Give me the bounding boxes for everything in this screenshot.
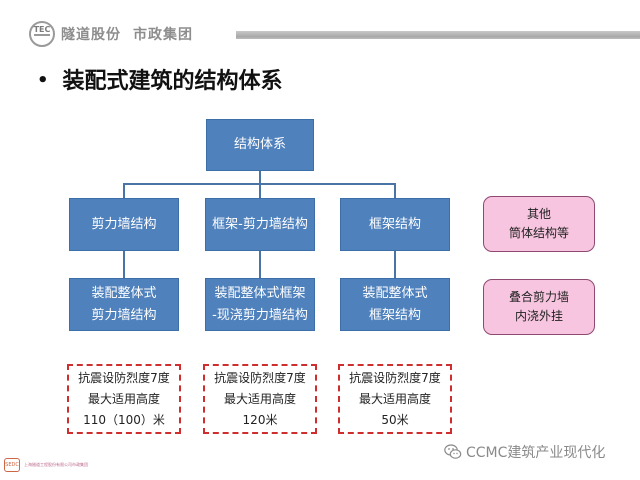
spec-line: 110（100）米 [83, 412, 165, 427]
root-label: 结构体系 [233, 137, 286, 152]
page-title: • 装配式建筑的结构体系 [37, 63, 283, 95]
spec-line: 最大适用高度 [358, 391, 431, 406]
watermark-text: CCMC建筑产业现代化 [466, 445, 606, 461]
header-bar [236, 31, 640, 39]
node-shear-wall: 剪力墙结构 [69, 198, 179, 251]
company-name: 隧道股份市政集团 [61, 24, 193, 44]
note-line: 叠合剪力墙 [508, 290, 569, 304]
spec-line: 50米 [381, 412, 409, 427]
node-line: -现浇剪力墙结构 [212, 307, 308, 323]
node-line: 框架结构 [368, 307, 421, 323]
connector-mid-l2 [259, 251, 261, 278]
note-line: 筒体结构等 [508, 226, 569, 240]
spec-line: 最大适用高度 [223, 391, 296, 406]
node-label: 框架-剪力墙结构 [212, 216, 308, 232]
node-frame-shear-wall: 框架-剪力墙结构 [205, 198, 315, 251]
connector-mid-down [259, 183, 261, 198]
spec-line: 抗震设防烈度7度 [78, 370, 170, 385]
footer-logo-text: SEDC [5, 462, 19, 468]
title-bullet: • [37, 70, 49, 91]
spec-line: 最大适用高度 [87, 391, 160, 406]
spec-shear-wall: 抗震设防烈度7度 最大适用高度 110（100）米 [67, 364, 181, 434]
footer-company-text: 上海隧道工程股份有限公司市政集团 [24, 462, 88, 467]
wechat-icon [444, 444, 462, 459]
wechat-watermark: CCMC建筑产业现代化 [444, 442, 605, 462]
node-prefab-frame: 装配整体式 框架结构 [340, 278, 450, 331]
note-line: 其他 [526, 207, 551, 221]
spec-line: 120米 [242, 412, 278, 427]
connector-root-down [259, 171, 261, 184]
spec-line: 抗震设防烈度7度 [349, 370, 441, 385]
node-frame: 框架结构 [340, 198, 450, 251]
note-composite-wall: 叠合剪力墙 内浇外挂 [483, 279, 595, 335]
connector-left-l2 [123, 251, 125, 278]
title-text: 装配式建筑的结构体系 [62, 69, 283, 94]
node-prefab-frame-shear-wall: 装配整体式框架 -现浇剪力墙结构 [205, 278, 315, 331]
spec-frame: 抗震设防烈度7度 最大适用高度 50米 [338, 364, 452, 434]
node-prefab-shear-wall: 装配整体式 剪力墙结构 [69, 278, 179, 331]
spec-frame-shear-wall: 抗震设防烈度7度 最大适用高度 120米 [203, 364, 317, 434]
node-line: 装配整体式 [362, 285, 428, 301]
note-other-tube: 其他 筒体结构等 [483, 196, 595, 252]
node-label: 框架结构 [368, 216, 421, 232]
footer-logo: SEDC [4, 458, 20, 472]
note-line: 内浇外挂 [514, 309, 563, 323]
connector-right-l2 [394, 251, 396, 278]
node-line: 装配整体式框架 [214, 285, 306, 301]
company-name-1: 隧道股份 [61, 27, 121, 43]
root-node: 结构体系 [206, 119, 314, 171]
node-label: 剪力墙结构 [91, 216, 157, 232]
spec-line: 抗震设防烈度7度 [214, 370, 306, 385]
connector-left-down [123, 183, 125, 198]
connector-right-down [394, 183, 396, 198]
node-line: 装配整体式 [91, 285, 157, 301]
logo-text: TEC [33, 24, 51, 34]
node-line: 剪力墙结构 [91, 307, 157, 323]
company-name-2: 市政集团 [133, 27, 193, 43]
company-logo: TEC [29, 21, 55, 47]
